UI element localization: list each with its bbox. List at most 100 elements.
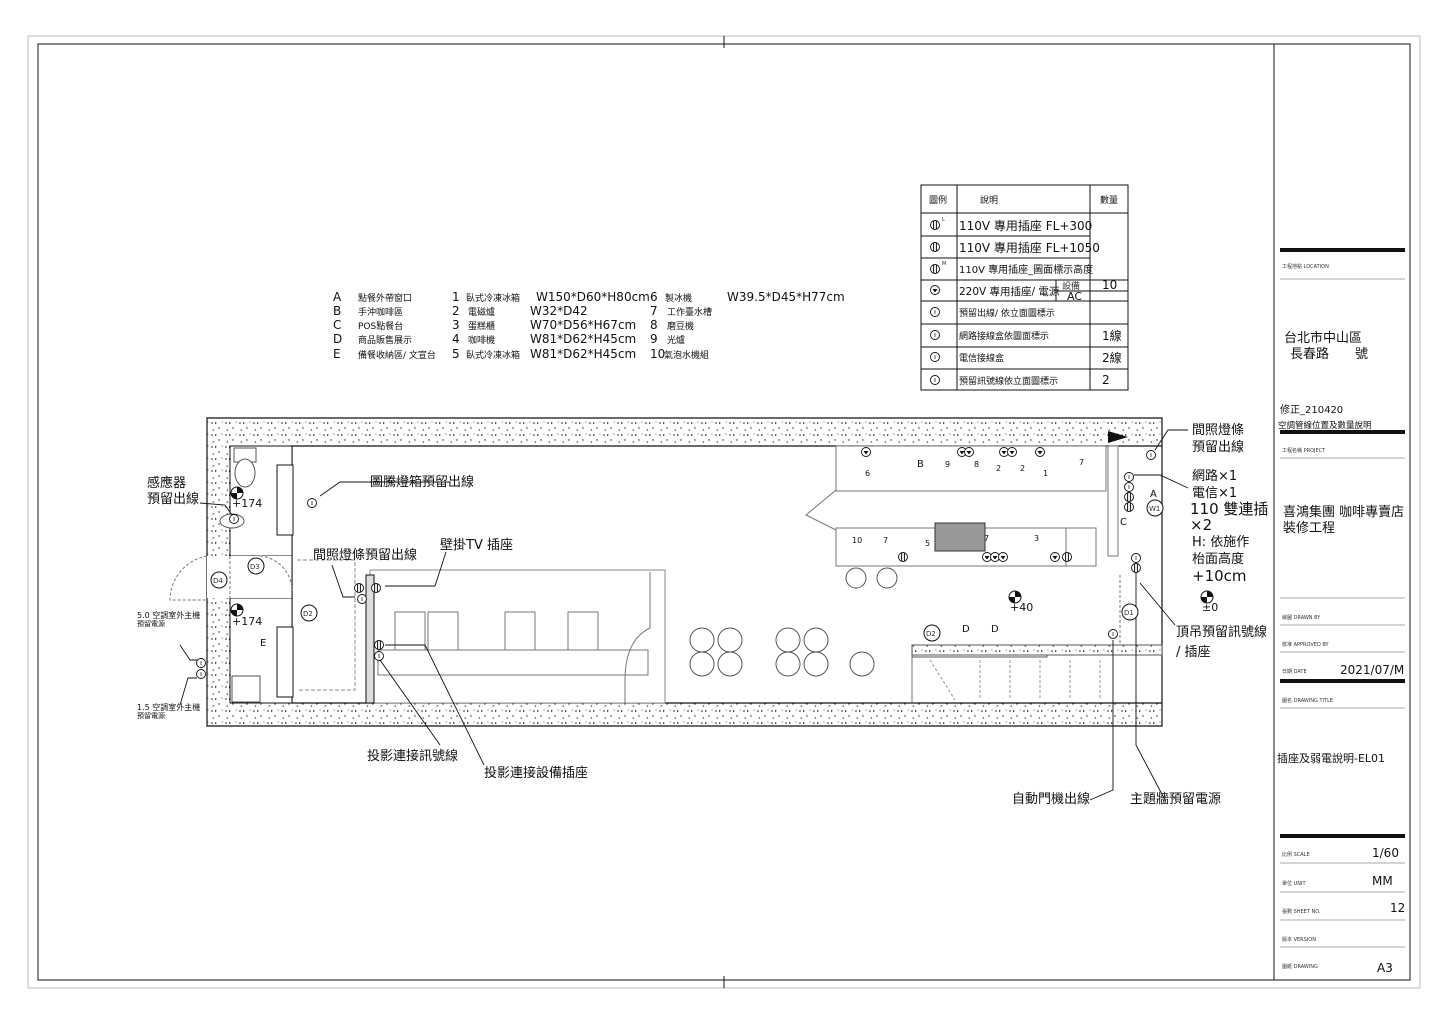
legend-description: 110V 專用插座_圖面標示高度: [959, 263, 1093, 276]
socket-220v-icon: [998, 552, 1008, 562]
legend-symbol-sup: M: [942, 261, 946, 267]
title-block-text: 工程地點 LOCATION 台北市中山區 長春路 號 修正_210420 空調管…: [1277, 263, 1405, 975]
label-plan-labels-zone-marks-4: D: [991, 624, 999, 635]
socket-icon: [1124, 502, 1134, 512]
label-plan-labels-zone-marks-5: E: [260, 638, 266, 649]
label-plan-labels-equip-marks-3: 3: [1034, 534, 1039, 543]
socket-fl1050-icon: [930, 242, 940, 252]
label-plan-labels-zone-marks-2: C: [1120, 517, 1127, 528]
label-zones-4-name: 備餐收納區/ 文宣台: [358, 349, 436, 361]
label-title-block-project-1: 裝修工程: [1283, 521, 1335, 536]
legend-sub-equipment: 設備: [1062, 280, 1080, 292]
label-plan-labels-equip-marks-2: 2: [1020, 464, 1025, 473]
legend-description: 110V 專用插座 FL+1050: [959, 240, 1100, 255]
label-title-block-revision-1: 空調管線位置及數量說明: [1278, 420, 1372, 431]
label-equipment-1-size: W32*D42: [530, 304, 588, 318]
label-plan-labels-ac-15-1: 預留電源: [137, 711, 165, 720]
label-equipment-4-name: 臥式冷凍冰箱: [466, 349, 520, 361]
plan-annotations: 感應器 預留出線 圖騰燈箱預留出線 間照燈條預留出線 壁掛TV 插座 5.0 空…: [137, 423, 1268, 807]
socket-icon: [354, 583, 364, 593]
label-plan-labels-equip-marks-6: 7: [1079, 458, 1084, 467]
label-equipment-6-name: 工作臺水槽: [667, 306, 712, 318]
label-plan-labels-levels-0: +174: [232, 497, 262, 510]
label-title-block-paper: A3: [1377, 961, 1393, 975]
label-equipment-0-size: W150*D60*H80cm: [536, 290, 650, 304]
label-equipment-2-no: 3: [452, 318, 460, 332]
label-title-block-unit-label: 單位 UNIT: [1282, 880, 1306, 887]
label-equipment-9-name: 氣泡水機組: [664, 349, 709, 361]
label-zones-1-name: 手沖咖啡區: [358, 306, 403, 318]
label-plan-labels-wall-tv: 壁掛TV 插座: [440, 538, 513, 553]
label-title-block-project-0: 喜鴻集團 咖啡專賣店: [1283, 504, 1404, 520]
socket-220v-icon: [861, 447, 871, 457]
label-equipment-3-no: 4: [452, 332, 460, 346]
reserved-outlet-icon: [1124, 482, 1134, 492]
legend-quantity: 1線: [1102, 328, 1122, 343]
label-plan-labels-doors-3: D3: [250, 563, 260, 571]
legend-table: [920, 184, 1129, 391]
label-equipment-2-name: 蛋糕櫃: [468, 320, 495, 332]
label-equipment-3-name: 咖啡機: [468, 334, 495, 346]
legend-quantity: 2: [1102, 373, 1110, 387]
socket-icon: [898, 552, 908, 562]
reserved-outlet-icon: [196, 658, 206, 668]
socket-220v-icon: [1035, 447, 1045, 457]
legend-header-description: 說明: [980, 194, 998, 206]
socket-220v-icon: [930, 285, 940, 295]
network-box-icon: [930, 330, 940, 340]
legend-description: 電信接線盒: [959, 352, 1004, 364]
label-zones-1-code: B: [333, 304, 341, 318]
label-plan-labels-projector-signal: 投影連接訊號線: [367, 748, 458, 764]
legend-quantity: 10: [1102, 278, 1117, 292]
label-plan-labels-equip-marks-1: 2: [996, 464, 1001, 473]
label-title-block-drawing-title-label: 圖名 DRAWING TITLE: [1282, 697, 1333, 704]
label-title-block-scale-label: 比例 SCALE: [1282, 851, 1310, 858]
label-plan-labels-feature-wall: 主題牆預留電源: [1130, 792, 1221, 807]
label-title-block-date-label: 日期 DATE: [1282, 669, 1307, 675]
label-plan-labels-network-note-6: +10cm: [1192, 567, 1247, 585]
label-zones-2-code: C: [333, 318, 341, 332]
label-plan-labels-equip-marks-11: 10: [852, 536, 862, 545]
legend-description: 110V 專用插座 FL+300: [959, 218, 1092, 233]
label-plan-labels-indirect-light-left: 間照燈條預留出線: [313, 547, 417, 563]
label-plan-labels-network-note-2: 110 雙連插: [1190, 500, 1268, 518]
label-title-block-project-label: 工程名稱 PROJECT: [1282, 447, 1326, 454]
socket-icon: [374, 640, 384, 650]
legend-description: 網路接線盒依圖面標示: [959, 330, 1049, 342]
title-block: [1273, 44, 1405, 980]
label-plan-labels-network-note-3: ×2: [1190, 516, 1212, 534]
label-plan-labels-equip-marks-10: 9: [945, 460, 950, 469]
reserved-outlet-icon: [229, 514, 239, 524]
label-plan-labels-doors-5: W1: [1149, 505, 1160, 513]
label-title-block-version-label: 版本 VERSION: [1282, 936, 1316, 943]
socket-220v-icon: [964, 447, 974, 457]
label-zones-4-code: E: [333, 347, 341, 361]
label-plan-labels-levels-1: +174: [232, 615, 262, 628]
label-plan-labels-doors-2: D2: [926, 630, 936, 638]
label-plan-labels-ceiling-signal-1: / 插座: [1176, 645, 1211, 660]
label-title-block-paper-label: 圖紙 DRAWING: [1282, 963, 1318, 970]
legend-description: 預留出線/ 依立面圖標示: [959, 307, 1055, 319]
reserved-outlet-icon: [1108, 629, 1118, 639]
label-equipment-1-name: 電磁爐: [468, 306, 495, 318]
label-equipment-7-no: 8: [650, 318, 658, 332]
label-plan-labels-equip-marks-9: 8: [974, 460, 979, 469]
label-plan-labels-doors-0: D1: [1124, 609, 1134, 617]
label-plan-labels-equip-marks-5: 6: [865, 469, 870, 478]
label-plan-labels-projector-socket: 投影連接設備插座: [484, 765, 588, 781]
legend-header-symbol: 圖例: [929, 194, 947, 206]
label-title-block-revision-0: 修正_210420: [1280, 403, 1343, 416]
label-plan-labels-ac-50-1: 預留電源: [137, 619, 165, 628]
label-zones-0-code: A: [333, 290, 342, 304]
label-plan-labels-levels-2: +40: [1010, 601, 1033, 614]
socket-icon: [1062, 552, 1072, 562]
label-plan-labels-indirect-light-right-1: 預留出線: [1192, 439, 1244, 455]
label-zones-0-name: 點餐外帶窗口: [358, 292, 412, 304]
reserved-outlet-icon: [1146, 450, 1156, 460]
label-plan-labels-doors-1: D2: [303, 610, 313, 618]
label-title-block-sheet-label: 張數 SHEET NO.: [1282, 908, 1321, 915]
legend-header-quantity: 數量: [1100, 194, 1118, 206]
label-title-block-location-0: 台北市中山區: [1284, 330, 1362, 346]
